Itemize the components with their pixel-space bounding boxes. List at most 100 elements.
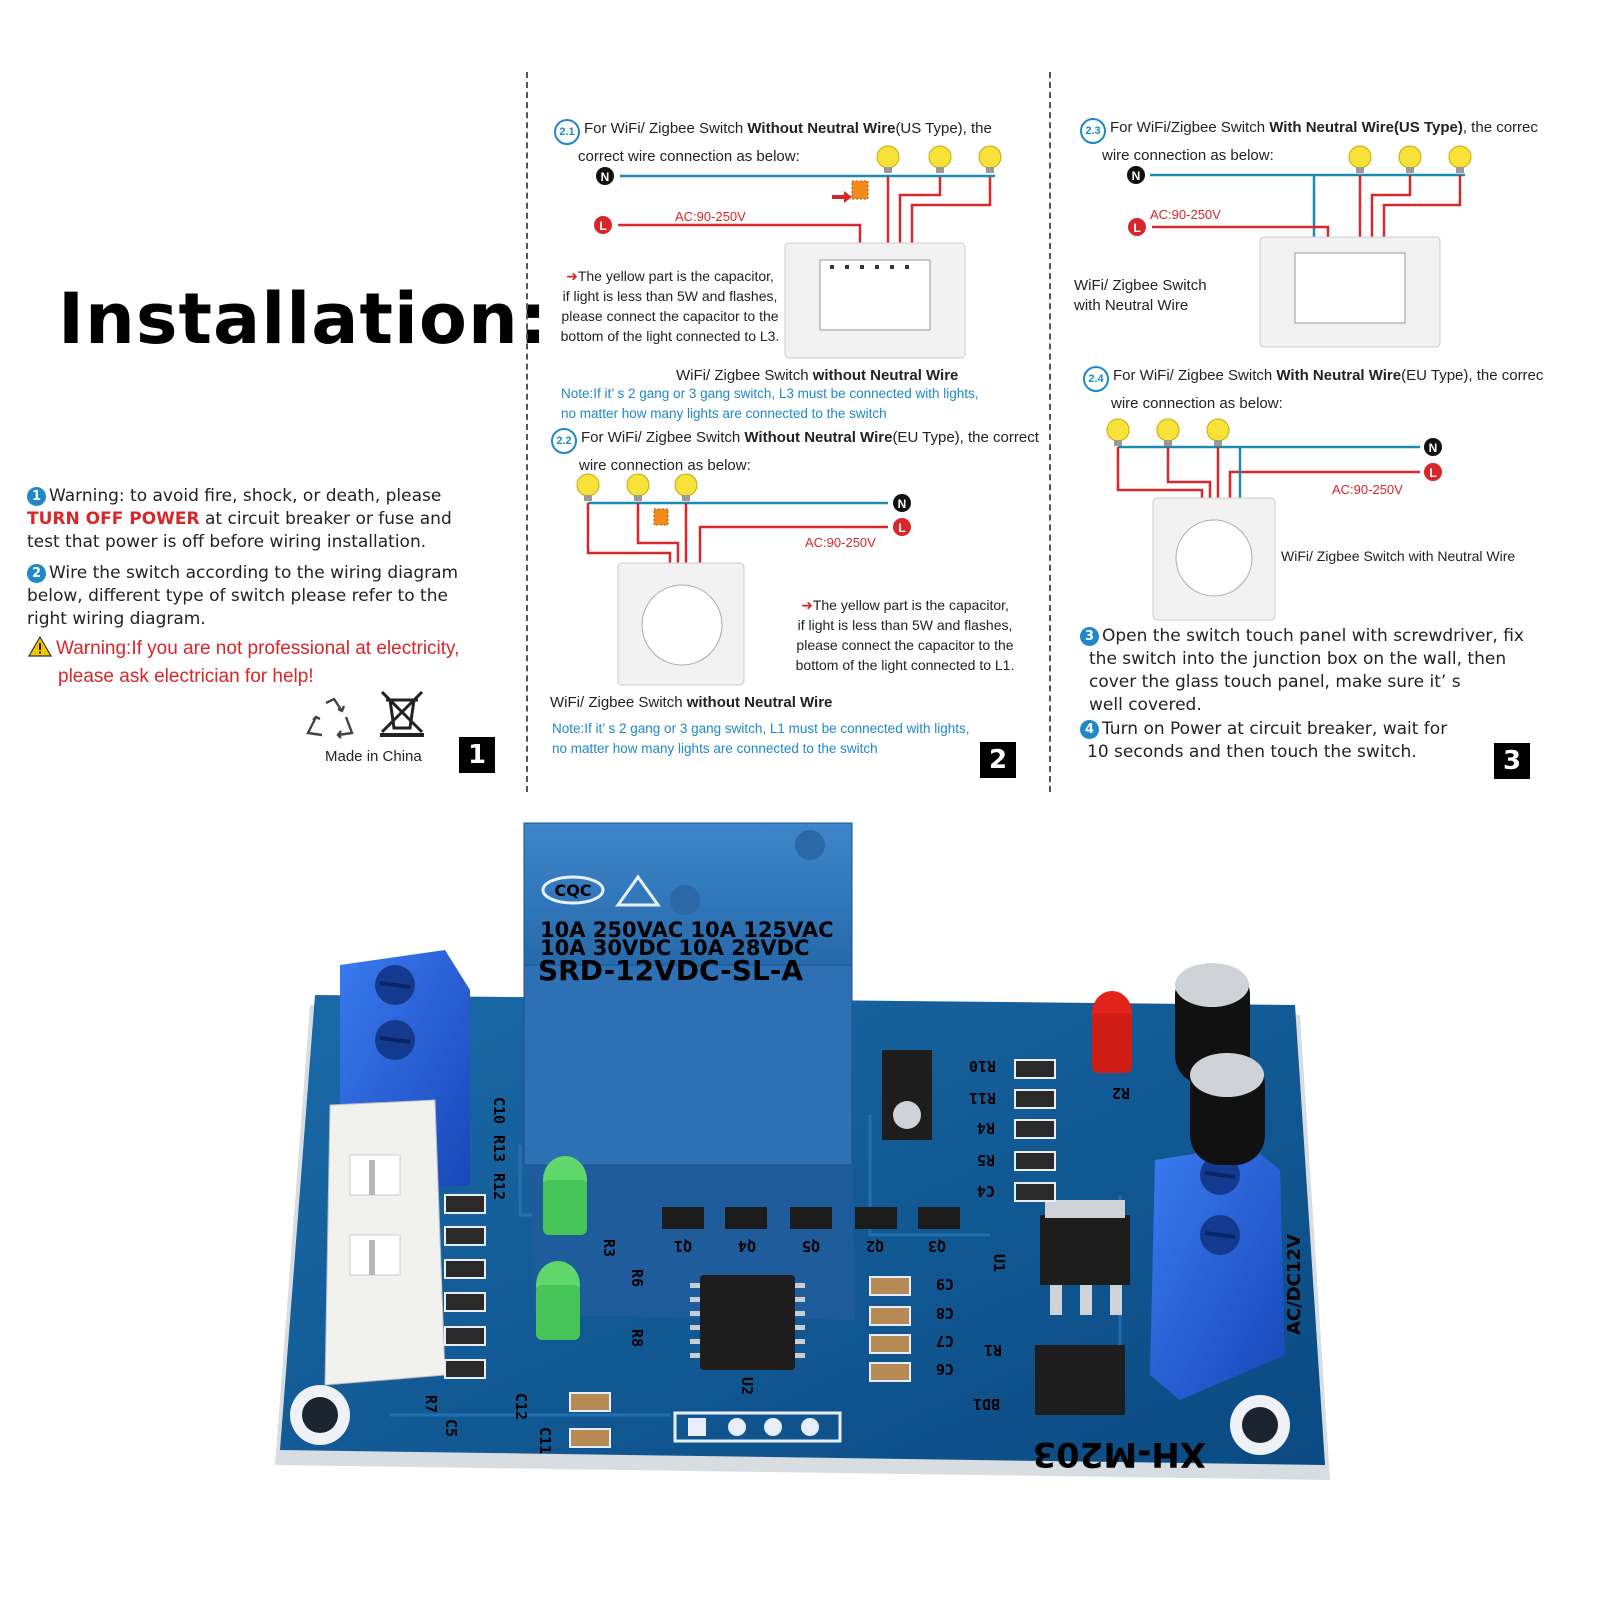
heading-text: For WiFi/ Zigbee Switch	[1113, 367, 1277, 384]
caption-text: WiFi/ Zigbee Switch	[1074, 277, 1207, 294]
silk-r1: R1	[984, 1341, 1002, 1359]
mounting-hole	[290, 1385, 1290, 1455]
step-text: Open the switch touch panel with screwdr…	[1102, 626, 1524, 646]
step-text: 10 seconds and then touch the switch.	[1087, 742, 1417, 762]
note-2: Note:If it’ s 2 gang or 3 gang switch, L…	[552, 719, 969, 759]
silk-r11: R11	[969, 1089, 996, 1107]
silk-r2: R2	[1112, 1084, 1130, 1102]
silk-r3: R3	[600, 1239, 618, 1257]
silk-q2: Q2	[866, 1237, 884, 1255]
silk-r13: R13	[490, 1135, 508, 1162]
sot23-transistors	[662, 1207, 960, 1229]
step-text: Wire the switch according to the wiring …	[49, 563, 459, 583]
heading-text: For WiFi/Zigbee Switch	[1110, 119, 1270, 136]
heading-text: For WiFi/ Zigbee Switch	[584, 120, 748, 137]
silk-c11: C11	[536, 1427, 554, 1454]
note-text: Note:If it’ s 2 gang or 3 gang switch, L…	[561, 386, 979, 401]
red-arrow-icon: ➜	[566, 268, 578, 284]
capacitor-note-2: ➜The yellow part is the capacitor, if li…	[780, 595, 1030, 675]
capacitor-note-1: ➜The yellow part is the capacitor, if li…	[550, 266, 790, 346]
note-text: Note:If it’ s 2 gang or 3 gang switch, L…	[552, 721, 970, 736]
ac-voltage-label: AC:90-250V	[1150, 207, 1221, 222]
relay-rating-1: 10A 250VAC 10A 125VAC	[540, 918, 834, 942]
note-text: no matter how many lights are connected …	[561, 406, 887, 421]
smd-resistors	[444, 1059, 1056, 1379]
step-text: Warning: to avoid fire, shock, or death,…	[49, 486, 442, 506]
silk-q4: Q4	[738, 1237, 756, 1255]
red-arrow-icon: ➜	[801, 597, 813, 613]
warning-text: please ask electrician for help!	[58, 666, 314, 687]
silk-r6: R6	[628, 1269, 646, 1287]
heading-text: wire connection as below:	[1111, 395, 1283, 412]
heading-text: wire connection as below:	[579, 457, 751, 474]
l-terminal-label: L	[898, 521, 905, 535]
heading-text: For WiFi/ Zigbee Switch	[581, 429, 745, 446]
heading-text: , the correc	[1462, 119, 1538, 136]
silk-q3: Q3	[928, 1237, 946, 1255]
step-text: cover the glass touch panel, make sure i…	[1089, 672, 1461, 692]
panel-divider-2	[1049, 72, 1051, 792]
relay-module-board: CQC 10A 250VAC 10A 125VAC 10A 30VDC 10A …	[275, 822, 1330, 1480]
step-text: right wiring diagram.	[27, 609, 206, 629]
silk-c9: C9	[936, 1275, 954, 1293]
silk-r8: R8	[628, 1329, 646, 1347]
regulator-u1	[1040, 1200, 1130, 1315]
ac-voltage-label: AC:90-250V	[1332, 482, 1403, 497]
caption-text: with Neutral Wire	[1074, 297, 1189, 314]
section-number: 2.1	[554, 119, 580, 145]
page-badge-2: 2	[980, 742, 1016, 778]
silk-c5: C5	[442, 1419, 460, 1437]
page-title: Installation:	[58, 278, 548, 360]
relay-rating-2: 10A 30VDC 10A 28VDC	[540, 936, 810, 960]
n-terminal-label: N	[898, 497, 907, 511]
silk-c8: C8	[936, 1304, 954, 1322]
step-text: below, different type of switch please r…	[27, 586, 448, 606]
diagram-2-4-eu-neutral: N L AC:90-250V	[1106, 418, 1442, 621]
silk-r4: R4	[977, 1119, 995, 1137]
silk-u2: U2	[738, 1377, 756, 1395]
diagram-2-1-us-no-neutral: N L AC:90-250V	[594, 145, 1002, 359]
silk-c4: C4	[977, 1182, 995, 1200]
step-text: test that power is off before wiring ins…	[27, 532, 427, 552]
step-text: Turn on Power at circuit breaker, wait f…	[1102, 719, 1448, 739]
heading-text: (US Type), the	[895, 120, 992, 137]
made-in-china-label: Made in China	[325, 748, 422, 765]
green-led-indicator	[536, 1156, 587, 1340]
relay-model: SRD-12VDC-SL-A	[538, 954, 803, 987]
step-number: 1	[27, 487, 46, 506]
silk-q5: Q5	[802, 1237, 820, 1255]
step-number: 4	[1080, 720, 1099, 739]
jst-connector	[324, 1099, 446, 1386]
electrolytic-capacitor	[1175, 963, 1265, 1165]
screw-terminal-power	[1150, 1145, 1285, 1400]
heading-text: correct wire connection as below:	[578, 148, 800, 165]
heading-bold: Without Neutral Wire	[747, 120, 896, 137]
electrician-warning: Warning:If you are not professional at e…	[27, 635, 518, 689]
note-text: please connect the capacitor to the	[561, 308, 779, 324]
n-terminal-label: N	[1429, 441, 1438, 455]
section-number: 2.3	[1080, 118, 1106, 144]
note-text: bottom of the light connected to L3.	[560, 328, 780, 344]
silk-c10: C10	[490, 1097, 508, 1124]
recycle-icon	[300, 695, 366, 752]
n-terminal-label: N	[601, 170, 610, 184]
capacitor-icon	[851, 180, 869, 200]
silk-q1: Q1	[674, 1237, 692, 1255]
caption-bold: without Neutral Wire	[812, 367, 959, 384]
heading-bold: With Neutral Wire(US Type)	[1269, 119, 1463, 136]
n-terminal-label: N	[1132, 169, 1141, 183]
caption-text: WiFi/ Zigbee Switch	[550, 694, 687, 711]
arrow-icon	[832, 191, 852, 203]
l-terminal-label: L	[1429, 466, 1436, 480]
silk-r10: R10	[969, 1057, 996, 1075]
step-number: 3	[1080, 627, 1099, 646]
panel-divider-1	[526, 72, 528, 792]
l-terminal-label: L	[1133, 221, 1140, 235]
heading-bold: With Neutral Wire	[1276, 367, 1402, 384]
